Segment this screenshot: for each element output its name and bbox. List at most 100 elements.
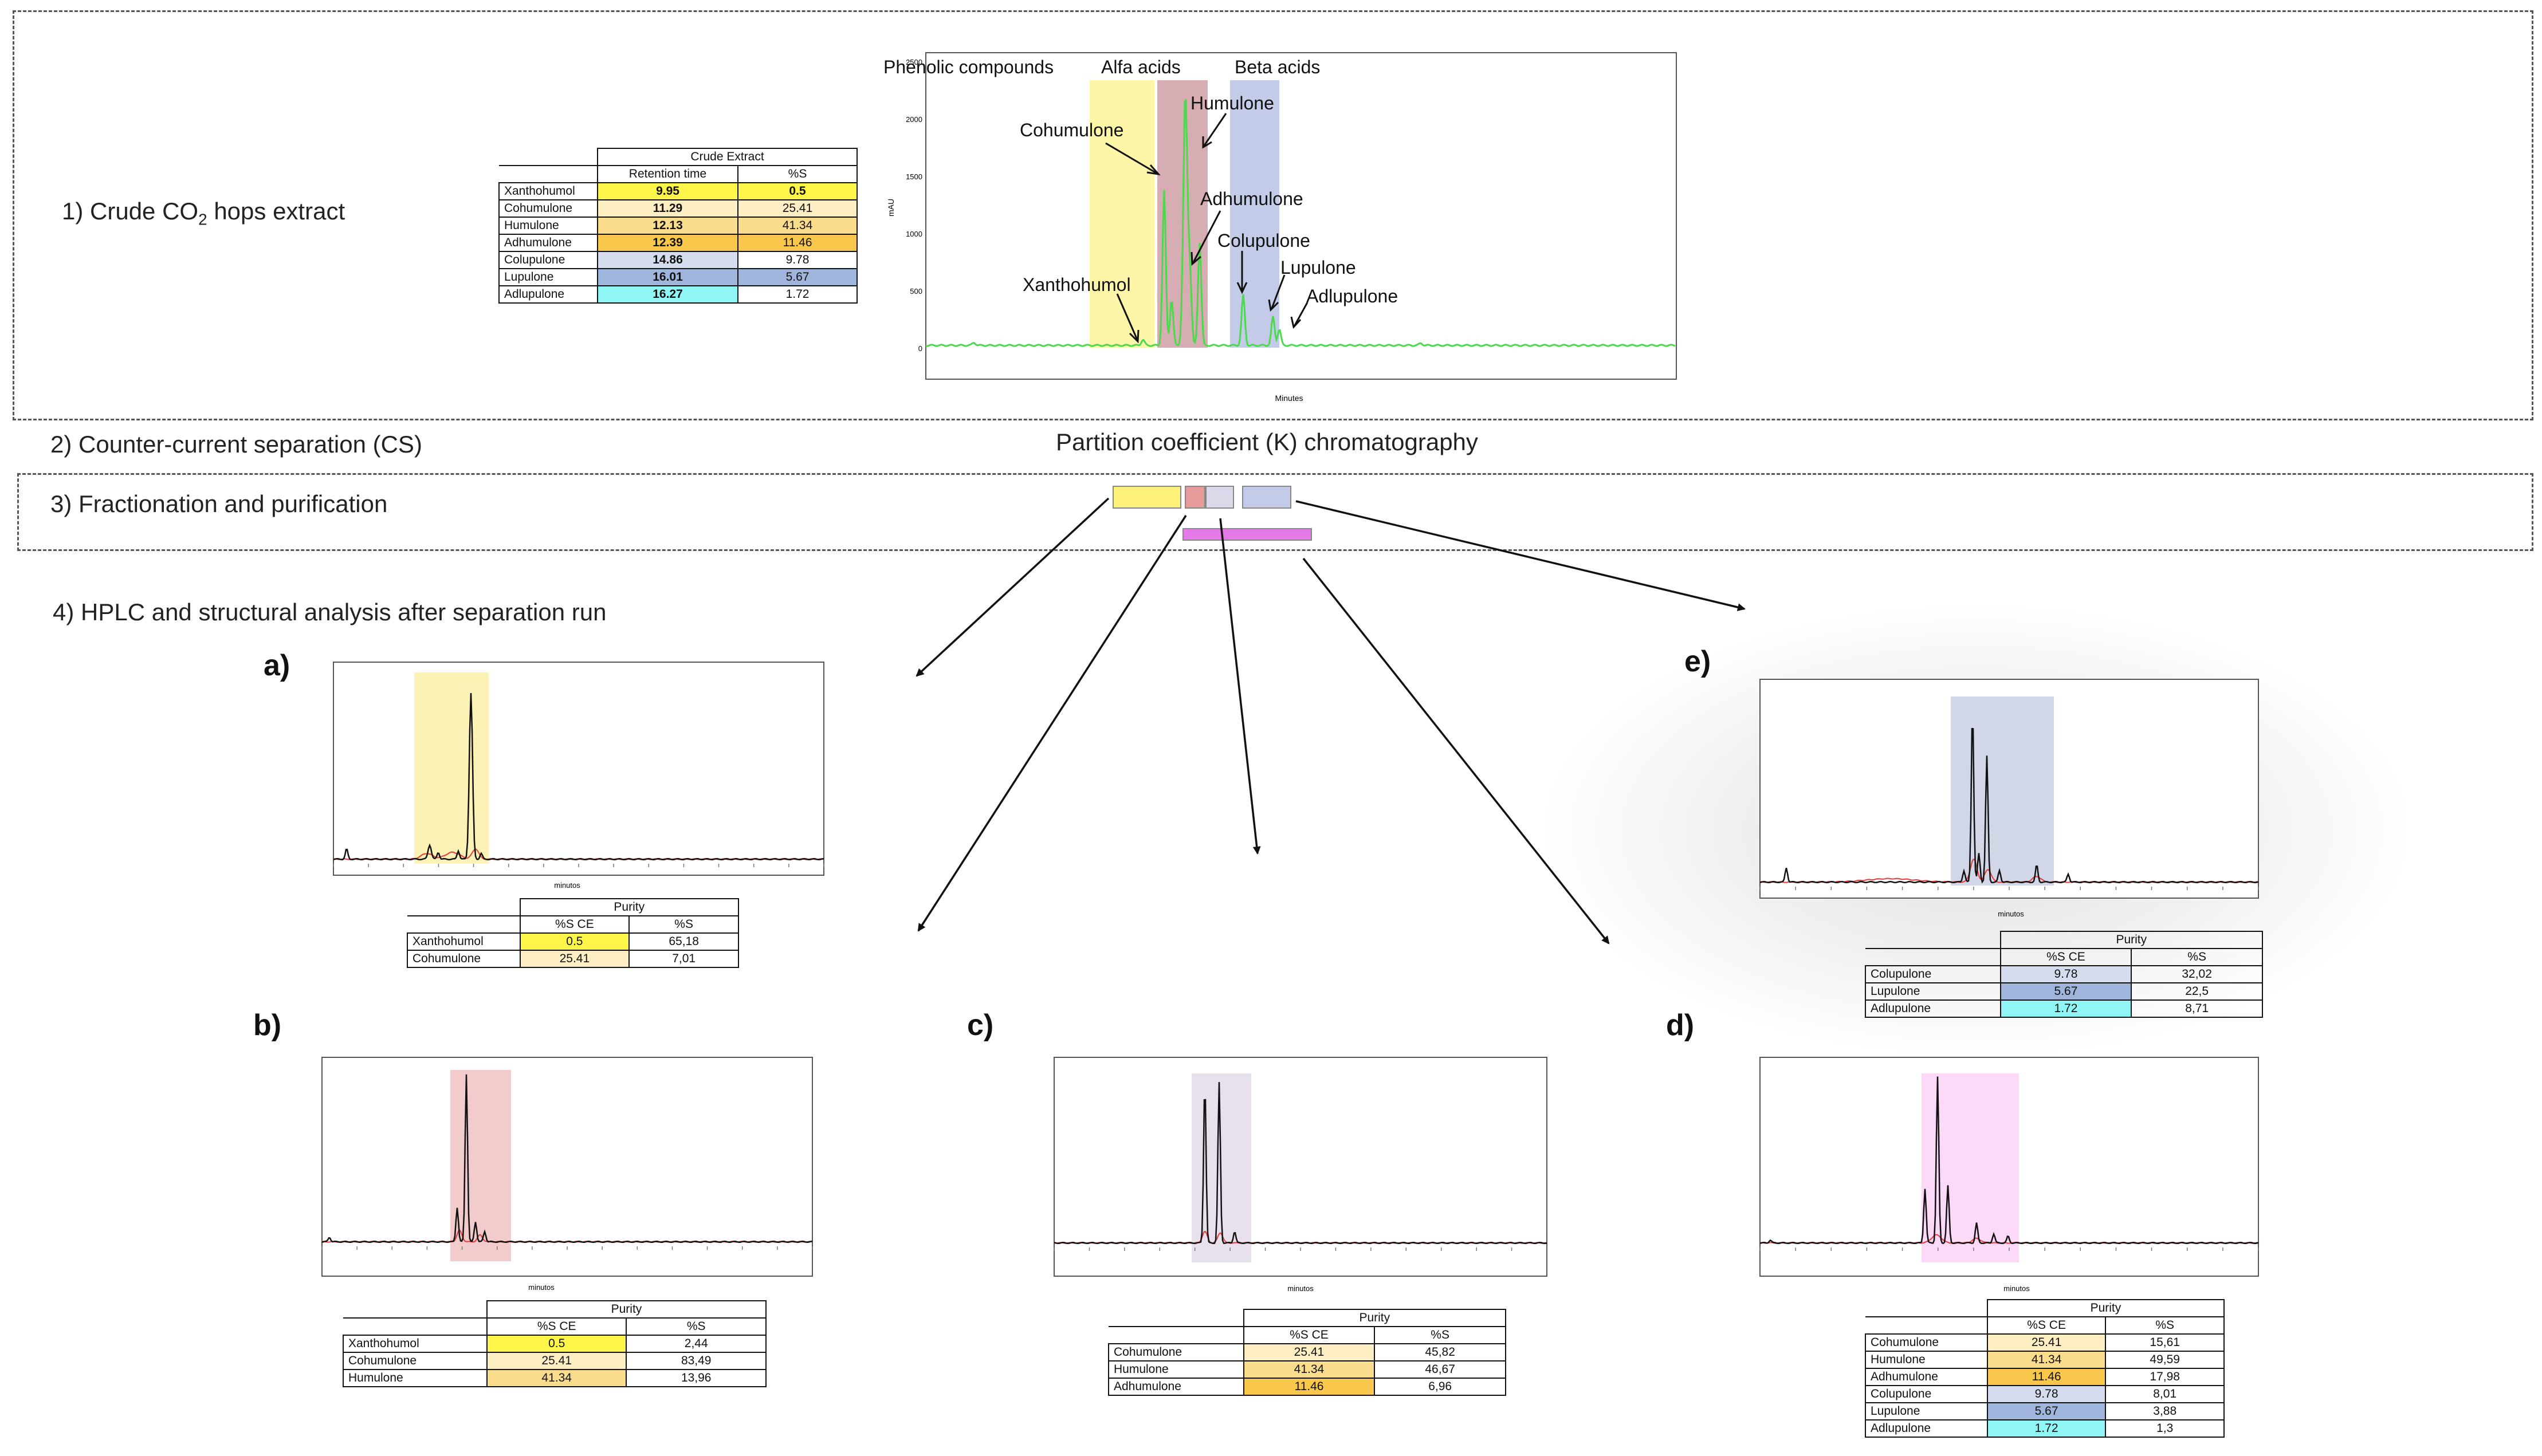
chart-frame xyxy=(1054,1057,1547,1277)
fraction-c-bar xyxy=(1205,486,1234,509)
percent-s: 32,02 xyxy=(2131,965,2263,983)
compound-name: Colupulone xyxy=(498,251,598,269)
percent-s-header: %S xyxy=(2131,948,2263,966)
chart-frame xyxy=(333,662,824,876)
compound-name: Adlupulone xyxy=(498,285,598,304)
table-corner xyxy=(1109,1309,1244,1327)
percent-s: 6,96 xyxy=(1374,1378,1506,1396)
fraction-band xyxy=(414,672,489,864)
black-trace-line xyxy=(1759,727,2259,884)
y-tick-label: 500 xyxy=(910,287,922,296)
panel-d-chromatogram: minutos xyxy=(1759,1057,2259,1293)
y-tick-label: 1000 xyxy=(906,230,922,238)
purity-header: Purity xyxy=(1243,1309,1507,1327)
percent-s-ce: 0.5 xyxy=(486,1335,627,1353)
step1-frame xyxy=(13,10,2533,420)
percent-s: 7,01 xyxy=(628,950,739,968)
percent-s-ce: 11.46 xyxy=(1986,1368,2107,1386)
percent-s: 17,98 xyxy=(2105,1368,2225,1386)
percent-s-header: %S xyxy=(626,1317,767,1336)
compound-name: Colupulone xyxy=(1865,965,2001,983)
compound-name: Humulone xyxy=(343,1369,488,1387)
purity-header: Purity xyxy=(1999,931,2264,949)
partition-chromatography-label: Partition coefficient (K) chromatography xyxy=(1056,428,1478,455)
compound-name: Xanthohumol xyxy=(407,932,521,951)
percent-s: 9.78 xyxy=(737,251,858,269)
step3-frame xyxy=(17,473,2533,551)
table-corner xyxy=(499,166,598,183)
purity-header: Purity xyxy=(519,898,740,916)
beta-acids-band xyxy=(1230,80,1279,348)
percent-s-ce: 41.34 xyxy=(486,1369,627,1387)
panel-c-letter: c) xyxy=(967,1009,994,1042)
fraction-a-bar xyxy=(1113,486,1181,509)
compound-name: Cohumulone xyxy=(498,199,598,218)
step1-title-subscript: 2 xyxy=(198,210,207,229)
arrow-to-d xyxy=(1302,557,1610,945)
black-trace-line xyxy=(321,1074,813,1243)
crude-extract-header: Crude Extract xyxy=(596,148,858,166)
peak-arrows xyxy=(1105,113,1309,344)
percent-s-ce: 5.67 xyxy=(1999,982,2132,1001)
peak-label-adhumulone: Adhumulone xyxy=(1200,188,1303,209)
percent-s-ce: 41.34 xyxy=(1243,1360,1376,1379)
y-tick-label: 2500 xyxy=(906,58,922,66)
retention-time: 14.86 xyxy=(597,251,738,269)
percent-s: 0.5 xyxy=(737,182,858,200)
percent-s: 41.34 xyxy=(737,217,858,235)
percent-s: 13,96 xyxy=(626,1369,767,1387)
step4-title: 4) HPLC and structural analysis after se… xyxy=(53,599,607,625)
percent-s-ce-header: %S CE xyxy=(1999,948,2132,966)
panel-e-letter: e) xyxy=(1684,645,1711,678)
step1-title-text-end: hops extract xyxy=(207,198,345,225)
retention-time: 12.13 xyxy=(597,217,738,235)
percent-s-ce-header: %S CE xyxy=(519,915,630,934)
crude-trace-line xyxy=(925,99,1676,347)
compound-name: Xanthohumol xyxy=(343,1335,488,1353)
percent-s-ce: 0.5 xyxy=(519,932,630,951)
percent-s-ce: 1.72 xyxy=(1986,1419,2107,1438)
compound-name: Lupulone xyxy=(498,268,598,286)
compound-name: Adhumulone xyxy=(1108,1378,1244,1396)
percent-s-header: %S xyxy=(737,165,858,183)
compound-name: Xanthohumol xyxy=(498,182,598,200)
x-axis-ticks xyxy=(1054,1248,1512,1251)
panel-c-chromatogram: minutos xyxy=(1054,1057,1547,1293)
retention-time: 11.29 xyxy=(597,199,738,218)
compound-name: Adhumulone xyxy=(498,234,598,252)
x-axis-ticks xyxy=(1759,887,2259,890)
peak-label-cohumulone: Cohumulone xyxy=(1020,120,1123,140)
percent-s-ce: 9.78 xyxy=(1999,965,2132,983)
compound-name: Colupulone xyxy=(1865,1385,1988,1403)
table-corner xyxy=(1109,1327,1244,1344)
table-corner xyxy=(1865,949,2001,966)
percent-s-ce: 25.41 xyxy=(486,1352,627,1370)
fraction-b-bar xyxy=(1185,486,1205,509)
black-trace-line xyxy=(1054,1082,1547,1245)
x-axis-label: minutos xyxy=(2003,1284,2030,1293)
step1-title-text: 1) Crude CO xyxy=(62,198,199,225)
y-axis-label: mAU xyxy=(886,199,895,217)
y-tick-label: 1500 xyxy=(906,172,922,181)
panel-b-chromatogram: minutos xyxy=(321,1057,813,1292)
step1-title: 1) Crude CO2 hops extract xyxy=(62,198,345,229)
arrow-to-b xyxy=(917,515,1187,932)
percent-s: 83,49 xyxy=(626,1352,767,1370)
peak-label-colupulone: Colupulone xyxy=(1217,230,1310,251)
